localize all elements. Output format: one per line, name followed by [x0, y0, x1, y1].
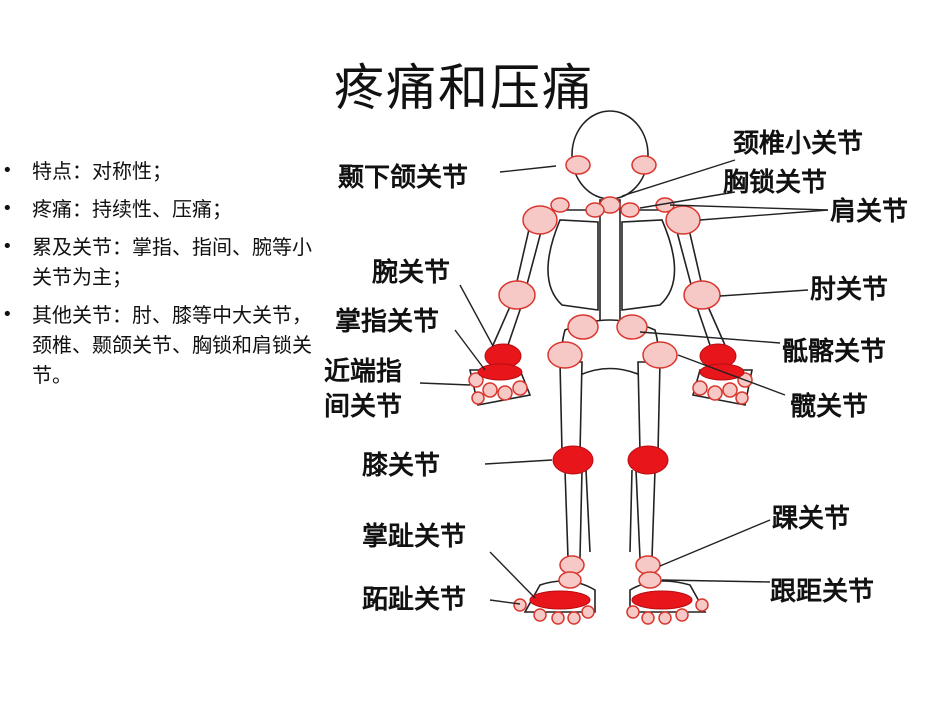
label-mcp: 掌指关节 [335, 307, 439, 337]
bullet-text: 其他关节：肘、膝等中大关节，颈椎、颞颌关节、胸锁和肩锁关节。 [32, 303, 312, 387]
sacroiliac-joint-right [616, 314, 648, 340]
toe-joint [533, 608, 547, 622]
bullet-text: 特点：对称性； [32, 159, 172, 183]
toe-joint [567, 611, 581, 625]
leader-line [454, 329, 486, 371]
sternoclavicular-joint-left [585, 202, 605, 218]
toe-joint [658, 611, 672, 625]
pip-joint [471, 391, 485, 405]
subtalar-joint-right [638, 571, 662, 589]
elbow-joint-right [683, 280, 721, 310]
label-subtalar: 跟距关节 [770, 577, 874, 607]
bullet-item: • 疼痛：持续性、压痛； [0, 194, 330, 224]
tmj-joint-left [565, 155, 591, 175]
ribcage-left [547, 219, 599, 311]
hip-joint-left [547, 341, 583, 369]
bullet-dot-icon: • [2, 160, 13, 181]
toe-joint [675, 608, 689, 622]
leader-line [459, 284, 494, 347]
mtp-joint-left [529, 590, 591, 610]
mcp-joint-left [477, 363, 523, 381]
leader-line [621, 159, 736, 197]
feature-list: • 特点：对称性； • 疼痛：持续性、压痛； • 累及关节：掌指、指间、腕等小关节为主… [0, 156, 330, 398]
label-hip: 髋关节 [790, 391, 868, 422]
toe-joint [626, 605, 640, 619]
ribcage-right [621, 219, 676, 311]
bullet-dot-icon: • [2, 304, 13, 325]
leader-line [659, 519, 771, 567]
toe-joint [695, 598, 709, 612]
femur-left [559, 361, 583, 453]
label-pip-line1: 近端指 [324, 357, 402, 387]
leader-line [639, 191, 736, 209]
pip-joint [497, 385, 513, 401]
shoulder-joint-left [522, 205, 558, 235]
joint-markers [468, 155, 753, 625]
leader-line [639, 331, 781, 344]
leader-line [699, 209, 829, 221]
tmj-joint-right [631, 155, 657, 175]
toe-joint [551, 611, 565, 625]
knee-joint-left [552, 445, 594, 475]
bullet-text: 累及关节：掌指、指间、腕等小关节为主； [32, 235, 312, 289]
mtp-joint-right [631, 590, 693, 610]
label-mtp: 掌趾关节 [362, 522, 466, 552]
knee-joint-right [627, 445, 669, 475]
leader-line [419, 382, 471, 386]
bullet-dot-icon: • [2, 236, 13, 257]
label-cervical: 颈椎小关节 [733, 129, 863, 159]
pip-joint [482, 382, 498, 398]
acromioclavicular-joint-left [550, 197, 570, 213]
label-pip-line2: 间关节 [324, 392, 402, 422]
label-wrist: 腕关节 [371, 257, 450, 288]
leader-line [484, 459, 553, 465]
tibia-left [564, 469, 591, 559]
tibia-right [629, 469, 656, 559]
bullet-dot-icon: • [2, 198, 13, 219]
label-shoulder: 肩关节 [830, 196, 908, 227]
pip-joint [722, 382, 738, 398]
pip-joint [707, 385, 723, 401]
bullet-text: 疼痛：持续性、压痛； [32, 197, 232, 221]
toe-joint [641, 611, 655, 625]
pip-joint [692, 380, 708, 396]
label-knee: 膝关节 [361, 451, 440, 481]
label-sacroiliac: 骶髂关节 [782, 336, 886, 367]
leader-line [499, 165, 557, 173]
leader-line [489, 551, 536, 599]
sacroiliac-joint-left [567, 314, 599, 340]
bullet-item: • 累及关节：掌指、指间、腕等小关节为主； [0, 232, 330, 292]
pip-joint [512, 380, 528, 396]
joint-labels: 颞下颌关节 颈椎小关节 胸锁关节 肩关节 腕关节 掌指关节 近端指 间关节 肘关… [324, 129, 908, 615]
elbow-joint-left [498, 280, 536, 310]
leader-lines [419, 159, 829, 605]
bullet-item: • 其他关节：肘、膝等中大关节，颈椎、颞颌关节、胸锁和肩锁关节。 [0, 300, 330, 390]
toe-joint [513, 598, 527, 612]
leader-line [489, 599, 521, 605]
hip-joint-right [642, 341, 678, 369]
ankle-joint-left [559, 555, 585, 575]
ankle-joint-right [635, 555, 661, 575]
subtalar-joint-left [558, 571, 582, 589]
leader-line [669, 204, 829, 211]
femur-right [637, 361, 661, 453]
label-ankle: 踝关节 [772, 504, 850, 534]
skull [571, 110, 649, 200]
label-toe-interphalangeal: 跖趾关节 [362, 585, 466, 615]
bullet-item: • 特点：对称性； [0, 156, 330, 186]
leader-line [677, 354, 786, 396]
label-sternoclavicular: 胸锁关节 [723, 167, 827, 198]
leader-line [719, 289, 809, 297]
pip-joint [735, 391, 749, 405]
label-tmj: 颞下颌关节 [337, 163, 468, 193]
label-elbow: 肘关节 [810, 275, 888, 305]
pip-joint [468, 372, 484, 388]
shoulder-joint-right [665, 205, 701, 235]
sternoclavicular-joint-right [620, 202, 640, 218]
leader-line [661, 579, 771, 583]
spine [599, 199, 621, 331]
page-title: 疼痛和压痛 [334, 59, 594, 117]
toe-joint [581, 605, 595, 619]
